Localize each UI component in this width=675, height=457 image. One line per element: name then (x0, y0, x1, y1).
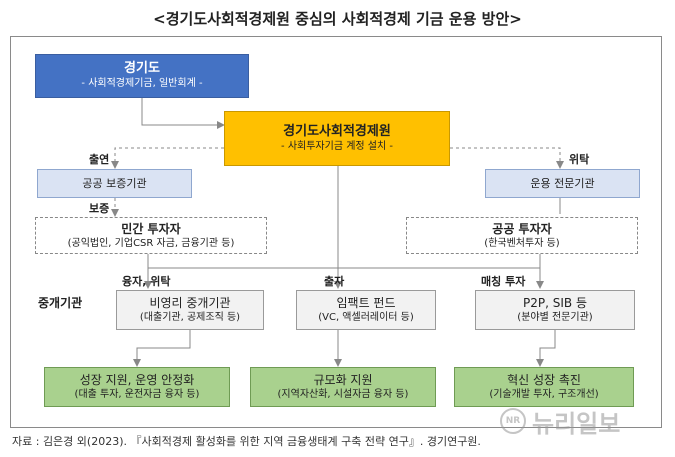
gyeonggi-detail: - 사회적경제기금, 일반회계 - (81, 78, 203, 89)
intermediary-p2p-name: P2P, SIB 등 (523, 296, 587, 310)
public-investor-detail: (한국벤처투자 등) (484, 237, 560, 249)
public-investor-box: 공공 투자자 (한국벤처투자 등) (406, 217, 638, 254)
outcome-growth-name: 성장 지원, 운영 안정화 (79, 373, 195, 387)
outcome-growth: 성장 지원, 운영 안정화 (대출 투자, 운전자금 융자 등) (44, 367, 230, 407)
watermark-text: 뉴리일보 (532, 409, 621, 438)
label-loan-consign: 융자, 위탁 (122, 275, 171, 288)
outcome-scale: 규모화 지원 (지역자산화, 시설자금 융자 등) (250, 367, 436, 407)
intermediary-p2p-detail: (분야별 전문기관) (517, 312, 593, 323)
outcome-innovation-name: 혁신 성장 촉진 (507, 373, 581, 387)
label-investment: 출자 (324, 275, 345, 288)
label-guarantee: 보증 (89, 202, 110, 215)
outcome-innovation: 혁신 성장 촉진 (기술개발 투자, 구조개선) (454, 367, 634, 407)
watermark: NR 뉴리일보 (500, 404, 650, 438)
gyeonggi-box: 경기도 - 사회적경제기금, 일반회계 - (35, 54, 249, 98)
intermediary-nonprofit: 비영리 중개기관 (대출기관, 공제조직 등) (116, 290, 264, 330)
public-investor-name: 공공 투자자 (492, 221, 552, 236)
center-box: 경기도사회적경제원 - 사회투자기금 계정 설치 - (224, 111, 450, 166)
arrow-to-outcome-3 (536, 330, 556, 367)
outcome-growth-detail: (대출 투자, 운전자금 융자 등) (74, 389, 200, 400)
arrow-gyeonggi-to-center (141, 98, 225, 129)
private-investor-box: 민간 투자자 (공익법인, 기업CSR 자금, 금융기관 등) (35, 217, 267, 254)
intermediary-impact-fund-name: 임팩트 펀드 (336, 296, 396, 310)
diagram-title: <경기도사회적경제원 중심의 사회적경제 기금 운용 방안> (153, 10, 522, 28)
intermediary-impact-fund: 임팩트 펀드 (VC, 액셀러레이터 등) (296, 290, 436, 330)
label-intermediary: 중개기관 (38, 296, 83, 310)
center-name: 경기도사회적경제원 (283, 123, 391, 139)
operating-expert-name: 운용 전문기관 (530, 176, 595, 190)
outcome-scale-detail: (지역자산화, 시설자금 융자 등) (277, 389, 409, 400)
public-guarantee-box: 공공 보증기관 (37, 169, 192, 198)
center-detail: - 사회투자기금 계정 설치 - (281, 140, 393, 152)
intermediary-nonprofit-detail: (대출기관, 공제조직 등) (139, 312, 241, 323)
watermark-logo-icon: NR (500, 408, 526, 434)
arrow-to-outcome-1 (133, 330, 191, 367)
outcome-innovation-detail: (기술개발 투자, 구조개선) (489, 389, 599, 400)
public-guarantee-name: 공공 보증기관 (82, 176, 147, 190)
arrow-center-to-expert (450, 147, 564, 169)
arrow-center-to-guarantee (111, 147, 224, 169)
source-citation: 자료 : 김은경 외(2023). 『사회적경제 활성화를 위한 지역 금융생태… (12, 435, 481, 448)
intermediary-impact-fund-detail: (VC, 액셀러레이터 등) (318, 312, 414, 323)
intermediary-p2p: P2P, SIB 등 (분야별 전문기관) (475, 290, 635, 330)
label-consignment: 위탁 (569, 153, 590, 166)
label-matching: 매칭 투자 (481, 275, 526, 288)
label-contribution: 출연 (89, 153, 110, 166)
intermediary-nonprofit-name: 비영리 중개기관 (149, 296, 231, 310)
private-investor-name: 민간 투자자 (121, 221, 181, 236)
gyeonggi-name: 경기도 (124, 61, 160, 76)
operating-expert-box: 운용 전문기관 (485, 169, 640, 198)
diagram-frame (10, 36, 662, 428)
private-investor-detail: (공익법인, 기업CSR 자금, 금융기관 등) (67, 237, 235, 249)
outcome-scale-name: 규모화 지원 (313, 373, 373, 387)
